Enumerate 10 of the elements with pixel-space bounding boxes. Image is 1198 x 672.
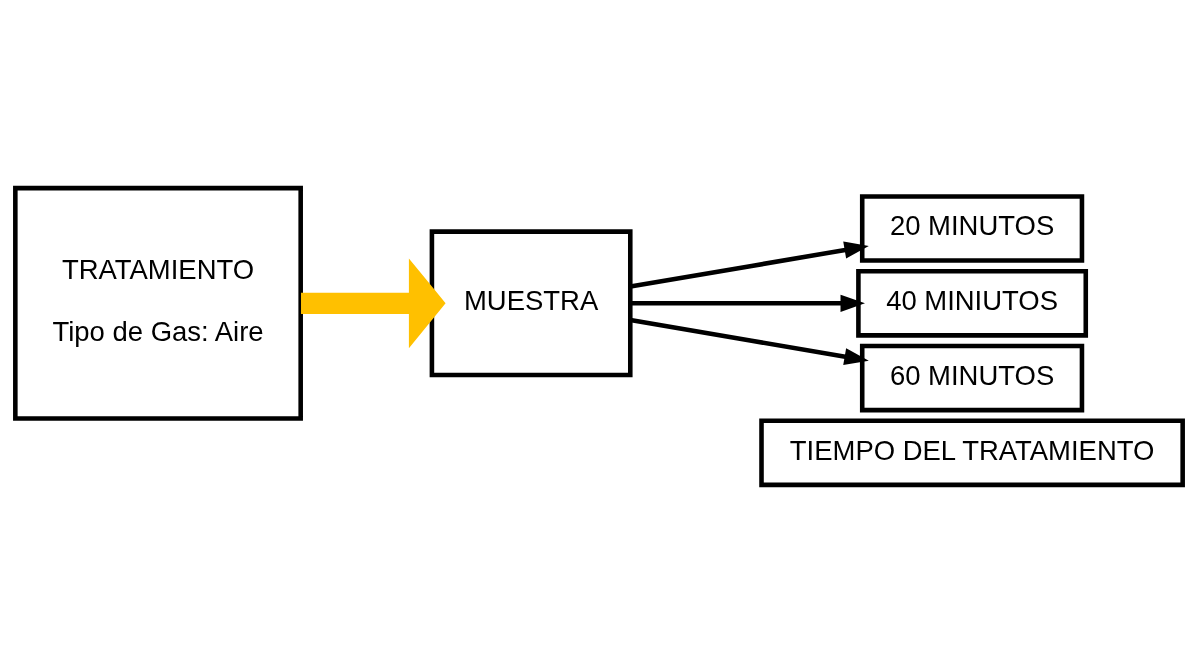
node-box: MUESTRA — [429, 228, 633, 377]
arrow — [629, 241, 869, 289]
node-box: TRATAMIENTO Tipo de Gas: Aire — [13, 185, 303, 421]
arrow — [301, 257, 446, 348]
node-box: 40 MINIUTOS — [856, 268, 1089, 338]
node-box: 60 MINUTOS — [859, 343, 1085, 412]
node-box: TIEMPO DEL TRATAMIENTO — [759, 418, 1185, 487]
arrow — [629, 317, 869, 365]
node-box: 20 MINUTOS — [859, 193, 1085, 263]
arrow — [630, 294, 865, 312]
